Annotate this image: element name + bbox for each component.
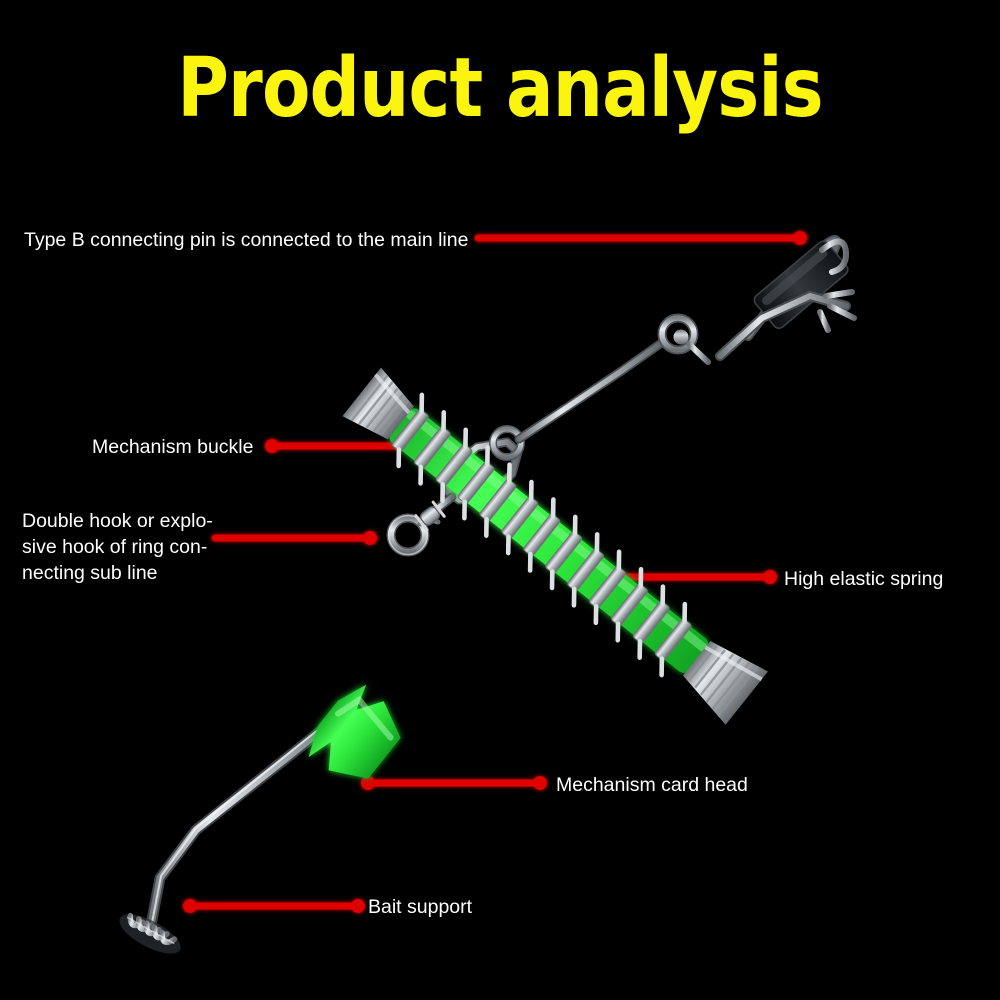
bait-support-part [119,700,358,954]
annotation-label-mechanism-card-head: Mechanism card head [556,774,748,796]
leader-dot-start-mechanism-card-head [361,776,375,790]
leader-dot-end-type-b-pin [793,231,807,245]
annotation-label-mechanism-buckle: Mechanism buckle [92,436,254,458]
lower-cone-coil [342,367,414,440]
annotation-label-type-b-pin: Type B connecting pin is connected to th… [24,229,469,251]
mechanism-buckle-part [414,339,665,532]
annotation-label-double-hook-ring: Double hook or explo- sive hook of ring … [22,510,213,584]
product-illustration [119,235,857,954]
type-b-snap-clip-part [715,235,857,361]
leader-dot-end-double-hook-ring [363,531,377,545]
spring-coil-wraps [391,392,692,678]
high-elastic-spring-part [342,367,768,725]
leader-dot-end-high-elastic-spring [763,570,777,584]
leader-dot-start-mechanism-buckle [265,439,279,453]
leader-dot-end-mechanism-card-head [533,776,547,790]
leader-dot-end-bait-support [351,899,365,913]
page-title: Product analysis [177,41,823,136]
wire-eyelet-part [657,313,711,365]
mechanism-card-head-part [308,684,401,779]
leader-lines [183,231,807,913]
bait-support-coil-tip [119,912,181,954]
leader-dot-start-bait-support [183,899,197,913]
annotation-label-high-elastic-spring: High elastic spring [784,568,944,590]
upper-cone-coil [683,641,768,725]
annotation-label-bait-support: Bait support [368,896,473,918]
